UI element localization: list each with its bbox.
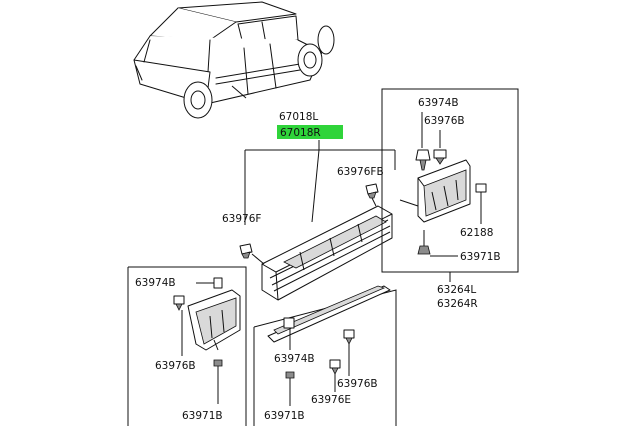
label-63976B-left[interactable]: 63976B <box>155 360 196 372</box>
highlight-67018R <box>277 125 343 139</box>
label-63974B-left[interactable]: 63974B <box>135 277 176 289</box>
label-63971B-right[interactable]: 63971B <box>460 251 501 263</box>
fastener-63974B-left-icon <box>213 277 223 289</box>
label-63976E[interactable]: 63976E <box>311 394 351 406</box>
vehicle-illustration <box>133 1 335 119</box>
right-group-box <box>381 88 519 273</box>
bolt-63971B-right-icon <box>417 230 431 255</box>
left-mudguard-group: 63974B 63976B 63971B <box>127 266 247 426</box>
label-67018L[interactable]: 67018L <box>279 111 318 123</box>
label-63264R[interactable]: 63264R <box>437 298 478 310</box>
fastener-63974B-right-icon <box>415 149 431 171</box>
label-63971B-left[interactable]: 63971B <box>182 410 223 422</box>
clip-63976FB-icon <box>365 183 379 199</box>
right-mudguard-group: 63974B 63976B 62188 <box>381 88 519 310</box>
molding-group: 67018L 67018R 63976FB 63976F <box>222 111 396 301</box>
label-63976B-right[interactable]: 63976B <box>424 115 465 127</box>
label-67018R[interactable]: 67018R <box>280 127 321 139</box>
label-63974B-lower[interactable]: 63974B <box>274 353 315 365</box>
clip-63976B-left-icon <box>173 295 185 311</box>
label-63971B-lower[interactable]: 63971B <box>264 410 305 422</box>
label-63264L[interactable]: 63264L <box>437 284 476 296</box>
label-62188[interactable]: 62188 <box>460 227 493 239</box>
fastener-63974B-lower-icon <box>283 317 295 329</box>
clip-63976E-icon <box>329 359 341 375</box>
clip-63976B-lower-icon <box>343 329 355 345</box>
label-63976B-lower[interactable]: 63976B <box>337 378 378 390</box>
label-63974B-right[interactable]: 63974B <box>418 97 459 109</box>
bolt-63971B-lower-icon <box>285 371 295 392</box>
bolt-63971B-left-icon <box>213 359 223 380</box>
clip-63976F-icon <box>239 243 253 259</box>
label-63976FB[interactable]: 63976FB <box>337 166 384 178</box>
label-63976F[interactable]: 63976F <box>222 213 261 225</box>
screw-62188-icon <box>475 183 487 208</box>
rocker-molding-group: 63974B 63976B 63976E 63971B <box>253 285 397 426</box>
clip-63976B-right-icon <box>433 149 447 165</box>
